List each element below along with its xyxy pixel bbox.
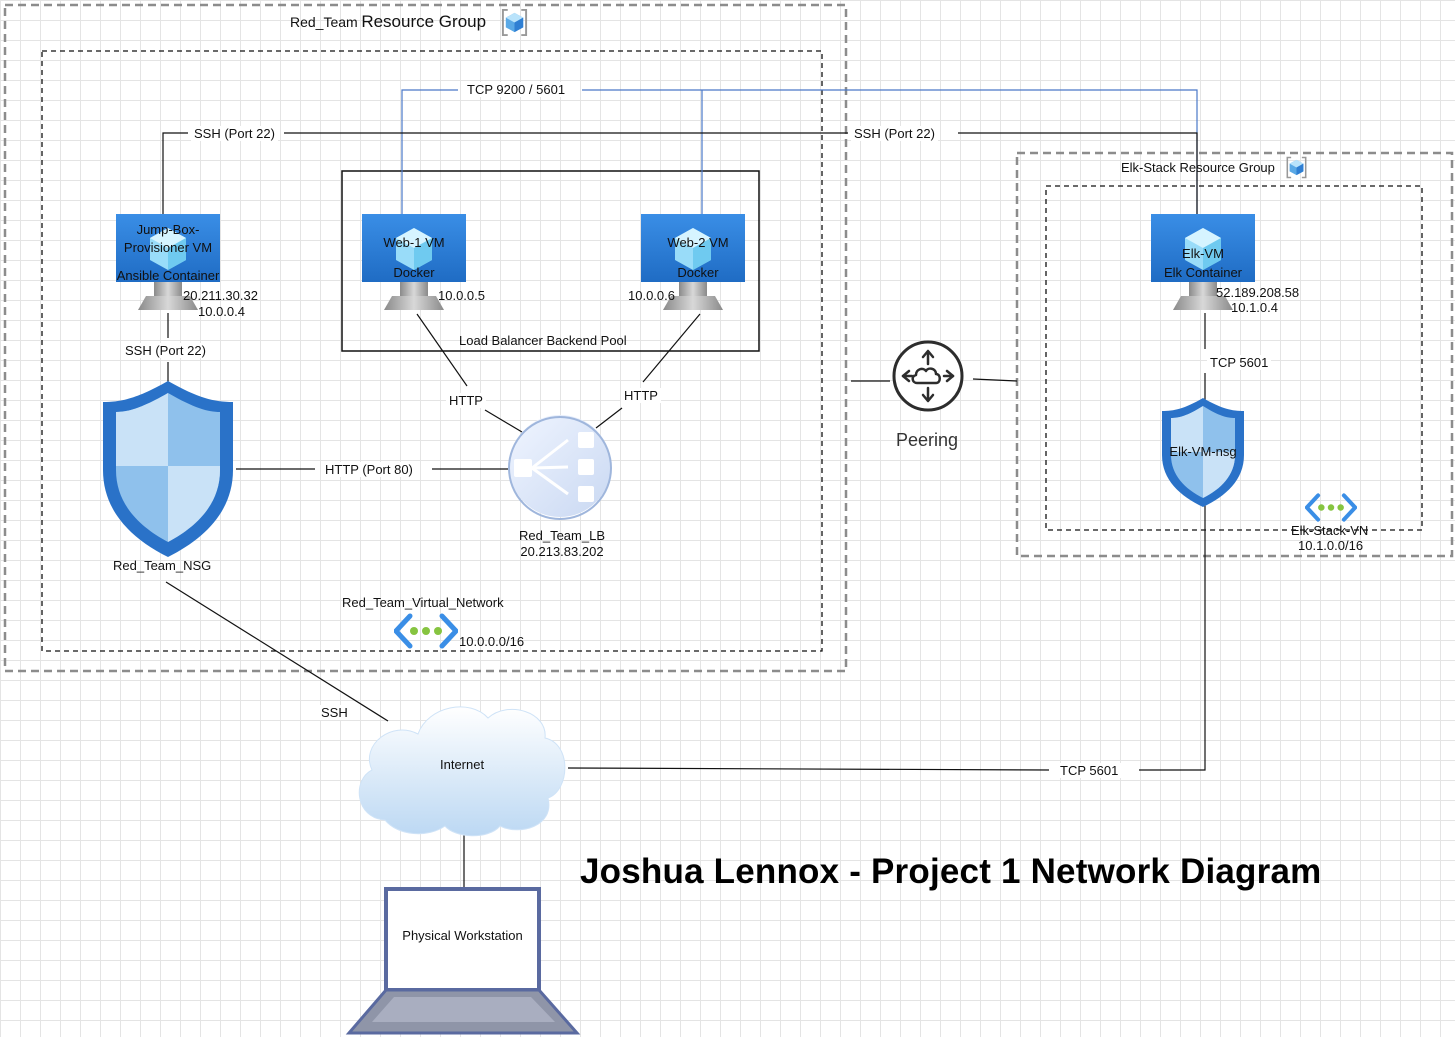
http-label-right: HTTP [621,388,661,403]
jumpbox-container: Ansible Container [116,268,220,283]
red-team-resource-group-icon [501,8,528,37]
internet-cloud-icon[interactable] [358,706,566,837]
web2-ip: 10.0.0.6 [628,288,675,303]
ssh-label: SSH [318,705,351,720]
web1-docker: Docker [393,265,435,280]
peering-label: Peering [896,430,959,450]
elk-vm-nsg-shield-icon[interactable] [1162,398,1244,507]
red-team-nsg-label: Red_Team_NSG [113,558,212,573]
tcp5601-internet-label: TCP 5601 [1057,763,1122,778]
elk-vnet-cidr: 10.1.0.0/16 [1298,538,1364,553]
elk-resource-group-icon [1286,156,1307,179]
web2-name: Web-2 VM [667,235,729,250]
connection-lines [162,89,1206,890]
red-team-resource-group-border [3,3,848,673]
red-team-vnet-icon [396,616,456,646]
backend-pool-border [341,170,760,352]
tcp-9200-5601-line [401,89,458,215]
elk-vm-public-ip: 52.189.208.58 [1216,285,1300,300]
http-port80-label: HTTP (Port 80) [322,462,416,477]
jumpbox-public-ip: 20.211.30.32 [183,288,258,303]
ssh-port22-label-c: SSH (Port 22) [122,343,209,358]
lb-ip: 20.213.83.202 [520,544,604,559]
red-team-nsg-shield-icon[interactable] [103,381,233,557]
ssh-port22-label-b: SSH (Port 22) [851,126,938,141]
jumpbox-name-line2: Provisioner VM [123,240,213,255]
web1-name: Web-1 VM [383,235,445,250]
elk-resource-group-label: Elk-Stack Resource Group [1121,160,1275,175]
workstation-label: Physical Workstation [402,928,523,943]
elk-stack-vnet-icon [1307,495,1355,519]
elk-vm-name: Elk-VM [1182,246,1224,261]
internet-label: Internet [440,757,485,772]
lb-name: Red_Team_LB [519,528,605,543]
red-team-resource-group-label: Red_Team Resource Group [290,12,487,31]
web2-docker: Docker [677,265,719,280]
ssh-port22-label-a: SSH (Port 22) [191,126,278,141]
tcp-9200-5601-line-2 [582,89,1198,215]
jumpbox-private-ip: 10.0.0.4 [198,304,245,319]
peering-icon[interactable] [892,340,964,412]
elk-resource-group-border [1015,151,1454,558]
red-team-vnet-cidr: 10.0.0.0/16 [459,634,525,649]
red-team-vnet-name: Red_Team_Virtual_Network [342,595,504,610]
tcp-9200-5601-label: TCP 9200 / 5601 [464,82,569,97]
jumpbox-name-line1: Jump-Box- [136,222,200,237]
elk-vm-container: Elk Container [1163,265,1243,280]
web1-ip: 10.0.0.5 [438,288,485,303]
rg-prefix: Red_Team [290,14,358,30]
elk-vm-private-ip: 10.1.0.4 [1231,300,1278,315]
load-balancer-icon[interactable] [508,415,612,520]
elk-vm-nsg-label: Elk-VM-nsg [1169,444,1237,459]
elk-vnet-name: Elk-Stack-VN [1291,523,1369,538]
tcp5601-elk-label: TCP 5601 [1207,355,1272,370]
http-label-left: HTTP [446,393,486,408]
ssh-jumpbox-elk-line [162,132,188,215]
rg-suffix: Resource Group [361,12,487,31]
backend-pool-label: Load Balancer Backend Pool [459,333,627,348]
red-team-vnet-border [41,50,823,652]
physical-workstation-icon[interactable] [345,887,581,1035]
diagram-title: Joshua Lennox - Project 1 Network Diagra… [580,852,1322,891]
